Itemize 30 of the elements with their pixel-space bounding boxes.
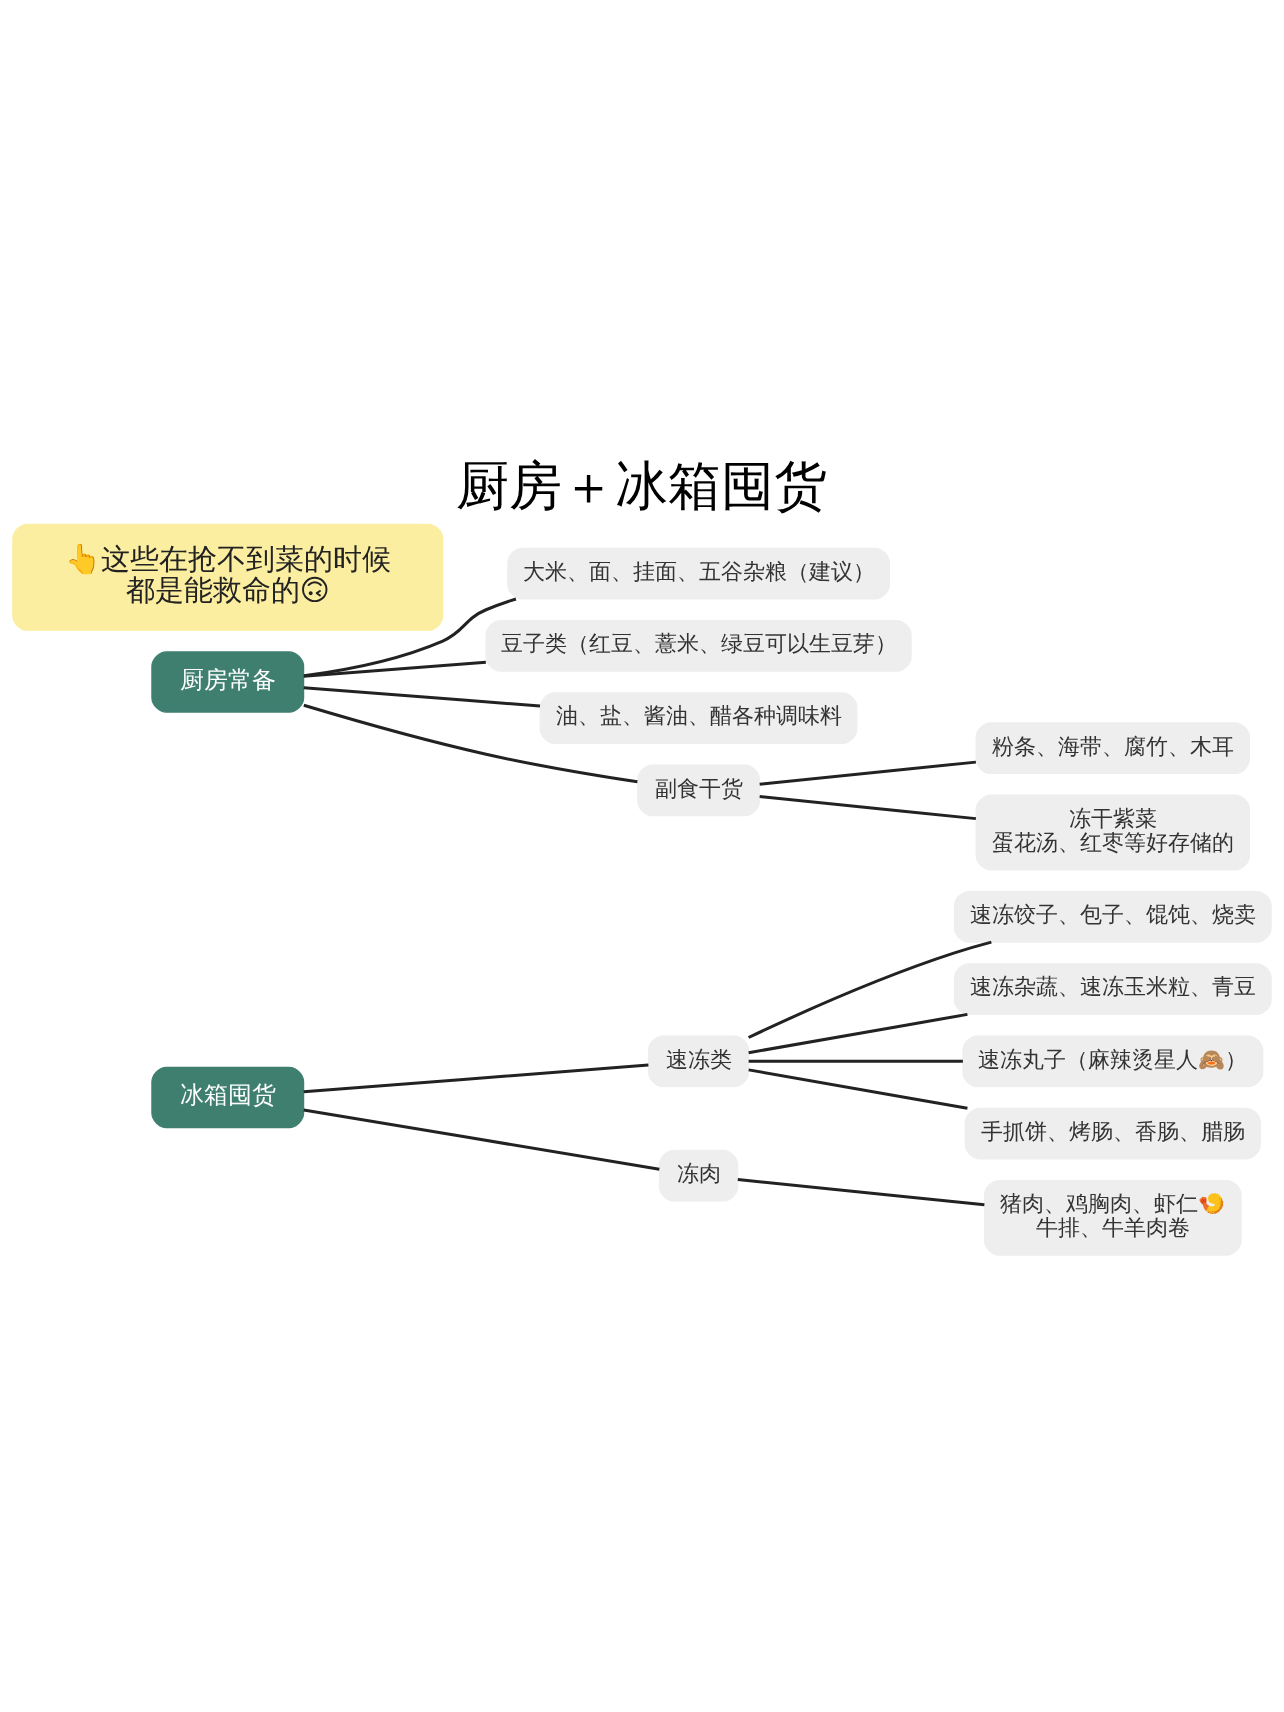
node-box: 油、盐、酱油、醋各种调味料 bbox=[539, 692, 858, 744]
connector bbox=[303, 1063, 649, 1094]
node-box: 副食干货 bbox=[637, 764, 760, 817]
node-box: 手抓饼、烤肠、香肠、腊肠 bbox=[964, 1107, 1261, 1160]
connector bbox=[748, 1068, 968, 1110]
node-box: 大米、面、挂面、五谷杂粮（建议） bbox=[507, 547, 891, 600]
node-box: 速冻丸子（麻辣烫星人🙈） bbox=[962, 1035, 1264, 1088]
node-box: 冻干紫菜 蛋花汤、红枣等好存储的 bbox=[975, 794, 1251, 871]
connector bbox=[759, 795, 977, 821]
connector bbox=[748, 1059, 963, 1063]
node-box: 猪肉、鸡胸肉、虾仁🍤 牛排、牛羊肉卷 bbox=[984, 1179, 1242, 1256]
node-box: 冻肉 bbox=[658, 1149, 739, 1202]
node-box: 速冻类 bbox=[648, 1035, 750, 1088]
connector bbox=[303, 703, 638, 784]
node-box: 速冻饺子、包子、馄饨、烧卖 bbox=[953, 890, 1272, 943]
connector bbox=[759, 760, 977, 786]
connector bbox=[303, 597, 517, 678]
connector bbox=[737, 1178, 985, 1207]
connector bbox=[303, 1108, 660, 1171]
node-box: 冰箱囤货 bbox=[151, 1066, 305, 1129]
diagram-title: 厨房＋冰箱囤货 bbox=[456, 455, 828, 517]
node-box: 厨房常备 bbox=[151, 651, 305, 713]
connector bbox=[748, 1012, 968, 1055]
connector bbox=[303, 686, 541, 708]
node-box: 速冻杂蔬、速冻玉米粒、青豆 bbox=[953, 963, 1272, 1015]
node-box: 豆子类（红豆、薏米、绿豆可以生豆芽） bbox=[485, 620, 912, 672]
node-box: 粉条、海带、腐竹、木耳 bbox=[975, 722, 1251, 775]
node-box: 👆这些在抢不到菜的时候 都是能救命的🙃 bbox=[12, 523, 444, 631]
connector bbox=[303, 660, 486, 678]
connector bbox=[747, 940, 992, 1039]
